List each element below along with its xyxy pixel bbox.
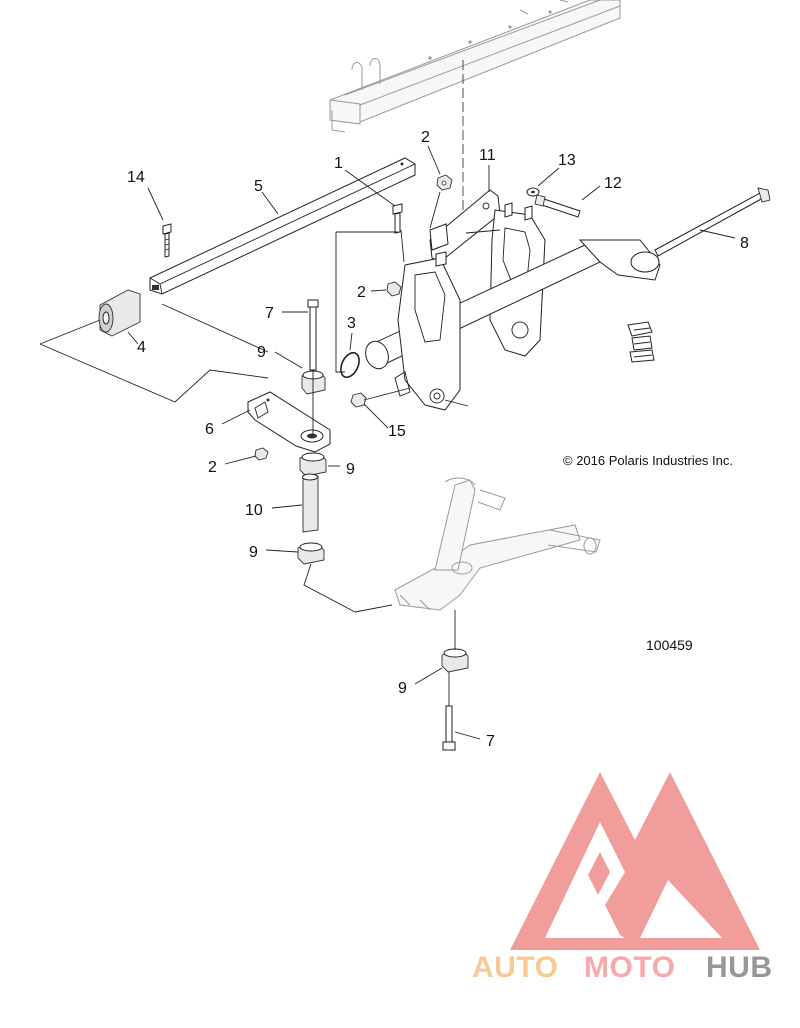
callout-9: 9 [257,344,266,361]
watermark-moto: MOTO [584,951,675,984]
callout-14: 14 [127,169,145,186]
a-arm [394,477,601,611]
callout-7: 7 [265,305,274,322]
callout-9: 9 [346,461,355,478]
callout-4: 4 [137,339,146,356]
watermark-text: AUTO MOTO HUB [472,951,773,984]
diagram-number: 100459 [646,637,693,653]
callout-13: 13 [558,152,576,169]
watermark-hub: HUB [706,951,773,984]
bolt-14 [162,223,172,258]
callout-8: 8 [740,235,749,252]
spacer-sleeve [302,473,319,533]
grommet-9b [299,452,327,477]
link-arm [247,391,331,453]
bolt-7-lower [442,705,456,751]
snap-ring [340,351,360,379]
washer-13 [526,187,540,197]
nut-15 [350,392,367,408]
bushing [98,289,141,337]
callout-2: 2 [421,129,430,146]
bolt-7-upper [307,299,319,371]
frame-rail [329,0,621,133]
grommet-9c [297,542,325,565]
callout-2: 2 [208,459,217,476]
bushing-stack [627,321,655,363]
callout-2: 2 [357,284,366,301]
watermark-auto: AUTO [472,951,558,984]
bolt-8 [654,187,771,257]
logo-triangle-icon [510,772,760,950]
callout-labels: 1 2 2 2 3 4 5 6 7 7 8 9 9 9 9 10 11 12 1… [127,129,749,750]
copyright-notice: © 2016 Polaris Industries Inc. [563,453,733,468]
stabilizer-bar [149,157,416,295]
grommet-9a [301,370,326,395]
callout-7: 7 [486,733,495,750]
nut-2-low [254,447,269,461]
callout-3: 3 [347,315,356,332]
callout-10: 10 [245,502,263,519]
callout-11: 11 [479,147,496,164]
pivot-bracket-assembly [365,189,661,411]
callout-6: 6 [205,421,214,438]
watermark-logo [510,772,760,950]
callout-12: 12 [604,175,622,192]
bolt-1 [392,203,403,234]
callout-1: 1 [334,155,343,172]
callout-9: 9 [398,680,407,697]
nut-2-top [436,174,453,191]
callout-5: 5 [254,178,263,195]
callout-15: 15 [388,423,406,440]
callout-9: 9 [249,544,258,561]
bolt-12 [534,194,581,218]
nut-2-mid [386,281,402,297]
leader-lines [39,145,736,740]
grommet-9d [441,648,469,673]
